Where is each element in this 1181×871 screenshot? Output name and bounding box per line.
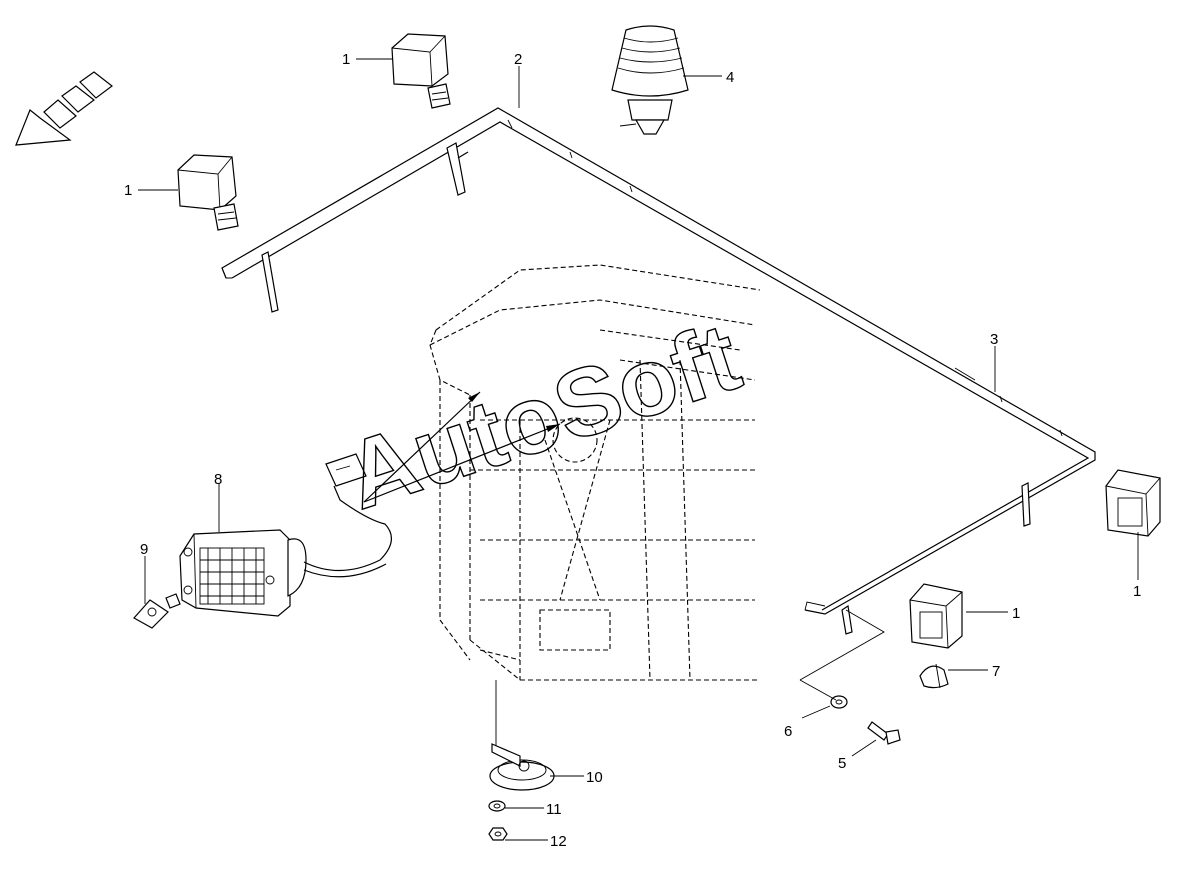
callout-6: 6 (784, 723, 792, 740)
watermark-text: AutoSoft (333, 303, 751, 530)
bolt (867, 721, 901, 745)
light-bar-assembly (221, 107, 1096, 635)
work-lamp-lower (909, 583, 963, 649)
callout-4: 4 (726, 69, 734, 86)
callout-8: 8 (214, 471, 222, 488)
callout-1-right: 1 (1133, 583, 1141, 600)
horn (489, 680, 555, 791)
work-lamp-top (391, 33, 451, 109)
callout-3: 3 (990, 331, 998, 348)
washer (488, 800, 506, 812)
wire-connector (325, 453, 367, 487)
head-lamp (179, 485, 392, 617)
leader-lines (138, 58, 1139, 841)
lock-washer (830, 695, 848, 709)
callout-12: 12 (550, 833, 567, 850)
direction-arrow (15, 71, 113, 146)
lamp-bulb (133, 593, 181, 629)
work-lamp-left (177, 154, 239, 231)
callout-5: 5 (838, 755, 846, 772)
callout-1-top: 1 (342, 51, 350, 68)
callout-1-left: 1 (124, 182, 132, 199)
wire-clamp (919, 663, 949, 689)
work-lamp-right (1105, 469, 1161, 537)
callout-11: 11 (546, 801, 562, 818)
callout-7: 7 (992, 663, 1000, 680)
mounting-pointers (363, 391, 561, 503)
rotating-beacon (611, 25, 689, 135)
nut (488, 827, 508, 841)
callout-9: 9 (140, 541, 148, 558)
callout-10: 10 (586, 769, 603, 786)
callout-1-lower: 1 (1012, 605, 1020, 622)
callout-2: 2 (514, 51, 522, 68)
cab-frame-outline (429, 264, 761, 681)
